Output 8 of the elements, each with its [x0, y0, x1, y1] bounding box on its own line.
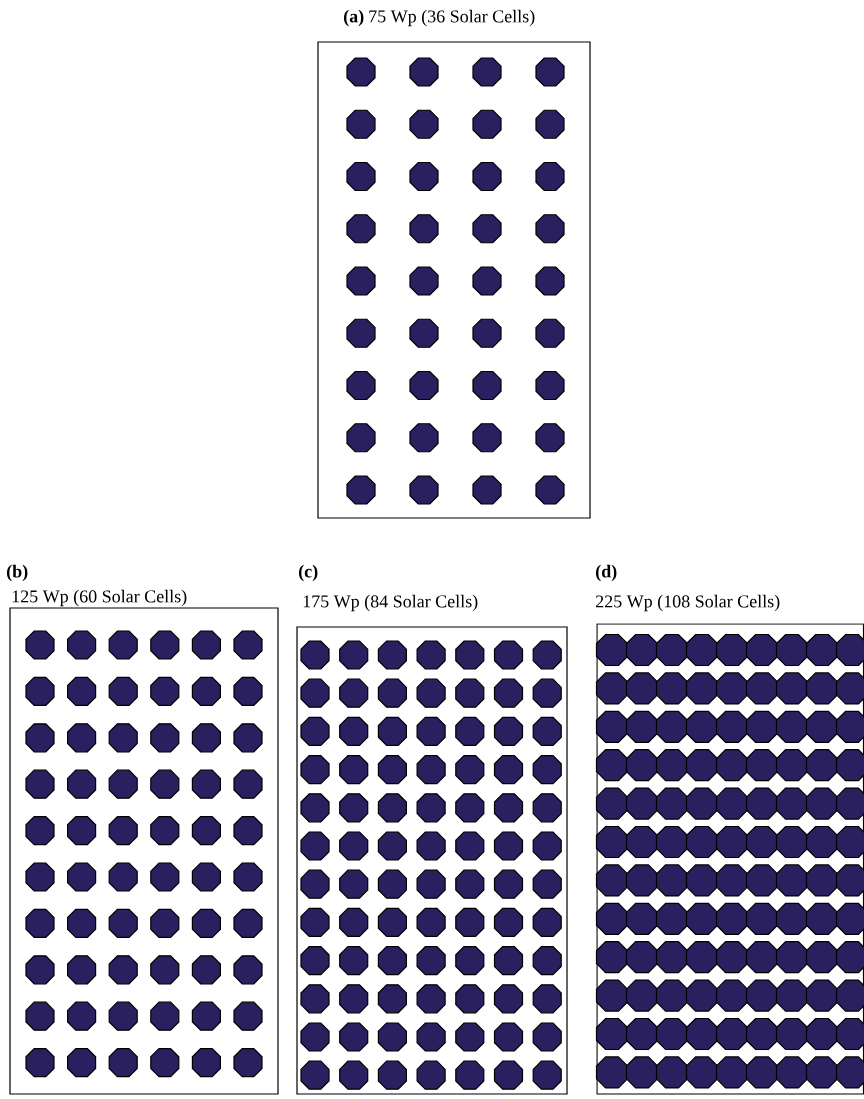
module-rating: 175 Wp (84 Solar Cells)	[303, 594, 478, 612]
panel-letter: (a)	[344, 9, 364, 27]
panel-letter: (c)	[299, 564, 318, 582]
module-rating: 75 Wp (36 Solar Cells)	[369, 9, 535, 27]
panel-letter: (b)	[7, 564, 28, 582]
module-rating: 125 Wp (60 Solar Cells)	[12, 589, 187, 607]
panel-letter: (d)	[596, 564, 617, 582]
module-rating: 225 Wp (108 Solar Cells)	[596, 594, 780, 612]
